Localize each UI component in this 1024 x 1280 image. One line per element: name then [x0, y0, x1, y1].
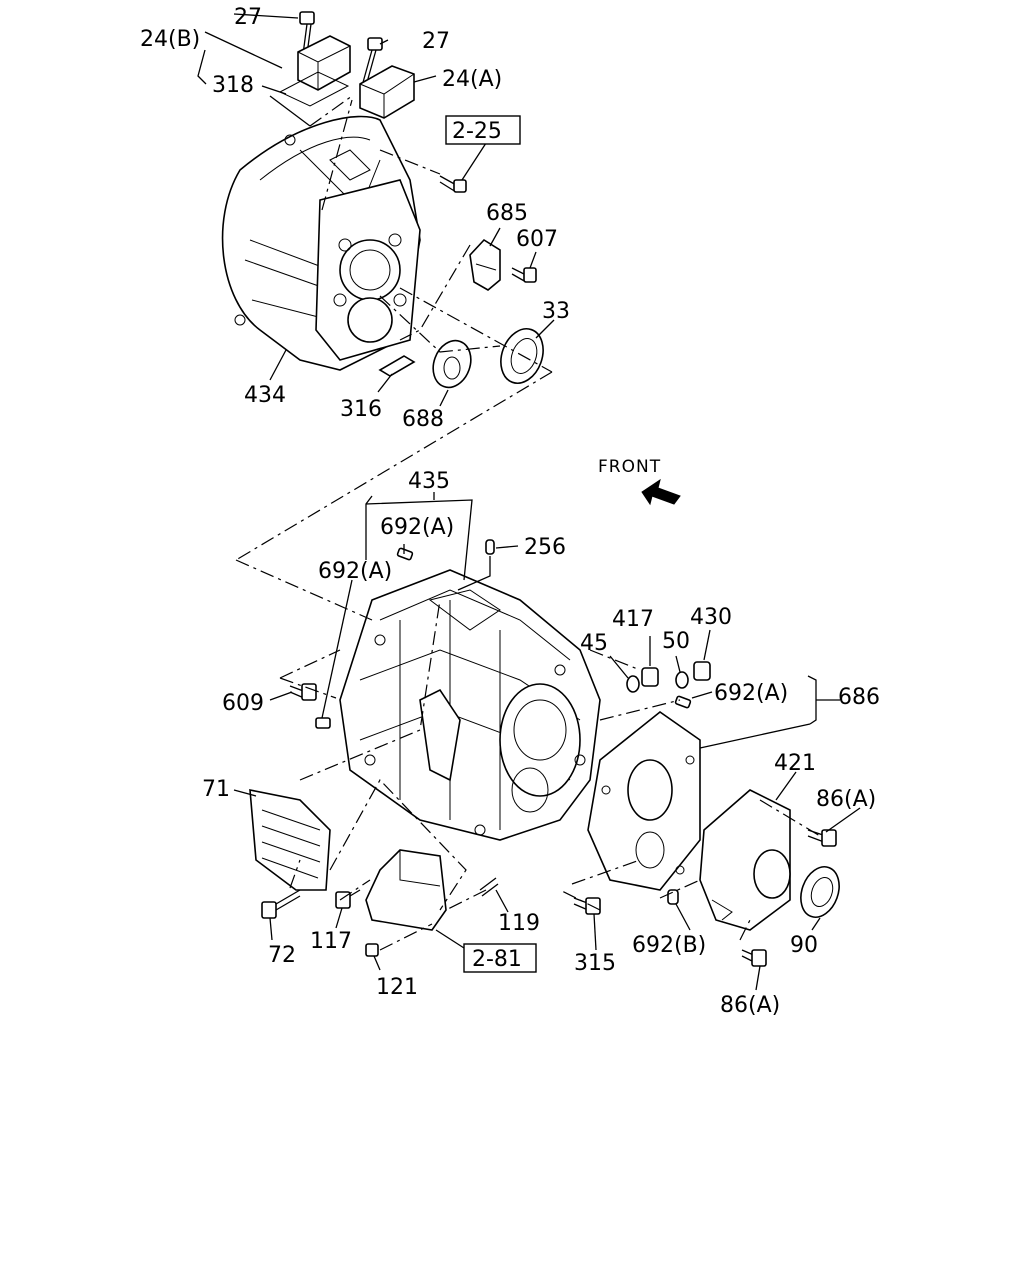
nut-121	[365, 943, 379, 957]
label-692a-2: 692(A)	[318, 559, 392, 584]
label-71: 71	[202, 777, 230, 802]
label-front: FRONT	[598, 457, 661, 477]
bolt-315	[573, 897, 601, 915]
label-119: 119	[498, 911, 540, 936]
oring-50	[675, 671, 689, 689]
label-692b: 692(B)	[632, 933, 706, 958]
label-72: 72	[268, 943, 296, 968]
label-33: 33	[542, 299, 570, 324]
side-cover-71	[249, 789, 331, 891]
stud-119	[479, 877, 499, 897]
label-27-right: 27	[422, 29, 450, 54]
label-434: 434	[244, 383, 286, 408]
rear-cover-421	[699, 789, 791, 931]
label-315: 315	[574, 951, 616, 976]
label-ref-2-25: 2-25	[452, 119, 502, 144]
label-24a: 24(A)	[442, 67, 502, 92]
label-607: 607	[516, 227, 558, 252]
top-leader-lines	[197, 13, 555, 561]
bracket-685	[469, 238, 501, 291]
cover-2-81	[365, 849, 447, 931]
pin-692b	[667, 889, 679, 905]
front-arrow	[641, 478, 681, 506]
label-421: 421	[774, 751, 816, 776]
retainer-688	[432, 339, 472, 389]
pin-256	[485, 539, 495, 555]
bolt-607	[511, 267, 537, 283]
bolt-86a-right	[807, 829, 837, 847]
label-24b: 24(B)	[140, 27, 200, 52]
pin-692a-right	[674, 695, 692, 709]
label-256: 256	[524, 535, 566, 560]
transmission-case-435	[339, 569, 601, 841]
cover-24a	[359, 65, 415, 119]
label-609: 609	[222, 691, 264, 716]
plug-430	[693, 661, 711, 681]
label-318: 318	[212, 73, 254, 98]
label-86a-1: 86(A)	[816, 787, 876, 812]
label-ref-2-81: 2-81	[472, 947, 522, 972]
label-435: 435	[408, 469, 450, 494]
label-692a-3: 692(A)	[714, 681, 788, 706]
housing-686	[587, 711, 701, 891]
label-692a-1: 692(A)	[380, 515, 454, 540]
bottom-leader-lines	[233, 492, 861, 991]
ref-box-2-81	[463, 943, 537, 973]
plug-417	[641, 667, 659, 687]
label-430: 430	[690, 605, 732, 630]
label-117: 117	[310, 929, 352, 954]
ref-box-2-25	[445, 115, 521, 145]
label-316: 316	[340, 397, 382, 422]
label-686: 686	[838, 685, 880, 710]
plate-316	[378, 355, 416, 377]
label-90: 90	[790, 933, 818, 958]
pin-692a-left	[315, 717, 331, 729]
bolt-86a-bottom	[741, 949, 767, 967]
pin-692a-top	[396, 547, 414, 561]
bolt-117	[335, 889, 361, 909]
cover-24b	[278, 35, 351, 107]
clutch-housing-434	[221, 115, 421, 371]
label-86a-2: 86(A)	[720, 993, 780, 1018]
label-27-left: 27	[234, 5, 262, 30]
label-417: 417	[612, 607, 654, 632]
label-688: 688	[402, 407, 444, 432]
label-121: 121	[376, 975, 418, 1000]
oring-45	[626, 675, 640, 693]
seal-90	[800, 866, 840, 918]
bolt-609	[289, 683, 317, 701]
label-685: 685	[486, 201, 528, 226]
bolt-72	[261, 889, 301, 919]
label-50: 50	[662, 629, 690, 654]
label-45: 45	[580, 631, 608, 656]
bolt-2-25	[439, 175, 467, 193]
